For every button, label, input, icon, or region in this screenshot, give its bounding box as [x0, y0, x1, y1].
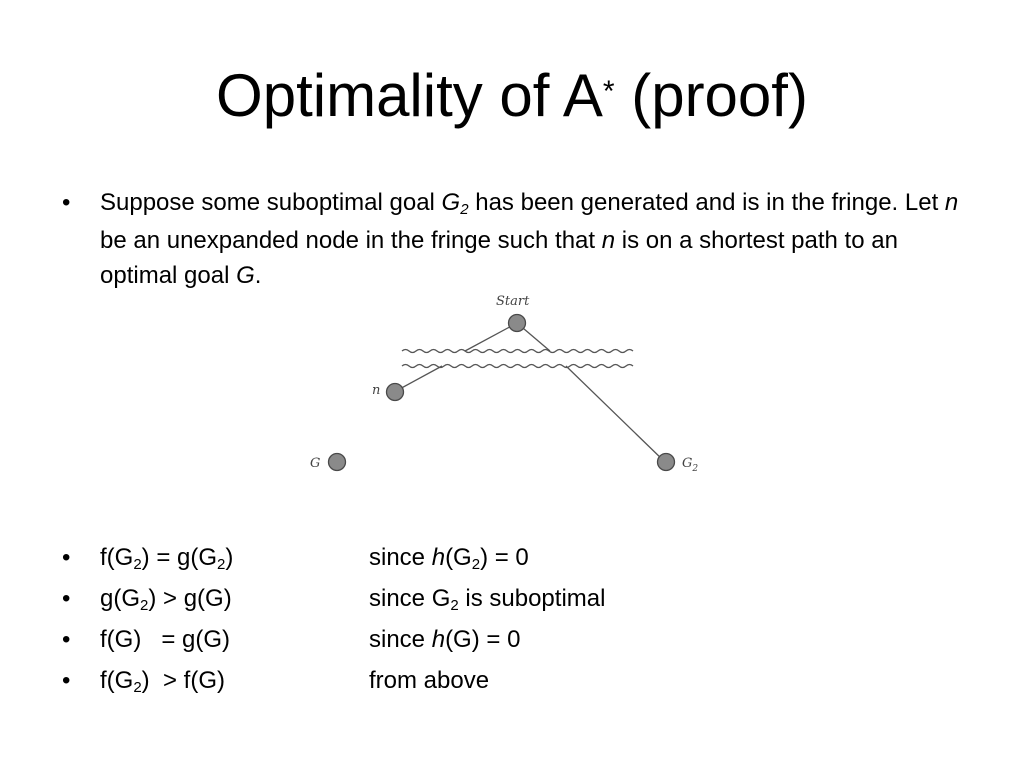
node-start [507, 313, 527, 333]
eq-text: f(G) = g(G) [100, 626, 231, 653]
intro-text-part: has been generated and is in the fringe.… [468, 189, 945, 216]
equation-reason: since h(G2) = 0 [369, 539, 529, 580]
eq-text: ) [225, 544, 234, 571]
intro-text-part: Suppose some suboptimal goal [100, 189, 442, 216]
intro-node-n: n [601, 227, 616, 254]
intro-bullet: • Suppose some suboptimal goal G2 has be… [0, 185, 1024, 295]
eq-text: is suboptimal [458, 585, 606, 612]
eq-text: (G) = 0 [445, 626, 521, 653]
equation-row-1: • f(G2) = g(G2) since h(G2) = 0 [0, 539, 1024, 577]
eq-subscript: 2 [217, 556, 226, 573]
label-g2-main: G [682, 456, 692, 471]
equation-reason: since h(G) = 0 [369, 621, 520, 659]
edge-start-left [464, 322, 518, 352]
intro-text-part: is on a shortest path to an optimal goal [100, 227, 898, 289]
slide-title: Optimality of A* (proof) [0, 58, 1024, 134]
eq-subscript: 2 [471, 556, 481, 573]
eq-text: (G [445, 544, 472, 571]
eq-subscript: 2 [133, 556, 142, 573]
intro-node-n: n [944, 189, 959, 216]
label-g2-sub: 2 [691, 464, 698, 474]
eq-text: from above [369, 667, 490, 694]
bullet-dot: • [62, 626, 71, 653]
eq-text: ) > f(G) [141, 667, 226, 694]
node-n [385, 382, 405, 402]
title-suffix: (proof) [631, 62, 808, 129]
eq-text: ) = g(G [141, 544, 218, 571]
eq-text: since G [369, 585, 451, 612]
label-g: G [310, 456, 320, 471]
equation-left: f(G2) > f(G) [100, 662, 225, 703]
equation-left: g(G2) > g(G) [100, 580, 232, 621]
eq-italic: h [431, 544, 446, 571]
bullet-dot: • [62, 189, 71, 216]
eq-subscript: 2 [450, 597, 459, 614]
intro-goal-g2: G [441, 189, 461, 216]
eq-subscript: 2 [140, 597, 149, 614]
eq-text: since [369, 626, 432, 653]
search-tree-diagram: Start n G G2 [310, 294, 698, 474]
intro-text-part: . [254, 262, 262, 289]
title-main: Optimality of A [216, 62, 603, 129]
equation-left: f(G2) = g(G2) [100, 539, 233, 580]
edge-to-g2 [565, 365, 666, 463]
equation-reason: since G2 is suboptimal [369, 580, 605, 621]
node-g2 [656, 452, 676, 472]
edge-to-n [395, 365, 443, 392]
intro-goal-g2-sub: 2 [460, 201, 469, 218]
bullet-dot: • [62, 544, 71, 571]
intro-text-part: be an unexpanded node in the fringe such… [100, 227, 602, 254]
eq-text: f(G [100, 544, 134, 571]
eq-subscript: 2 [133, 679, 142, 696]
intro-text: Suppose some suboptimal goal G2 has been… [100, 185, 970, 293]
equation-row-2: • g(G2) > g(G) since G2 is suboptimal [0, 580, 1024, 618]
label-g2: G2 [682, 456, 698, 474]
bullet-dot: • [62, 667, 71, 694]
label-n: n [372, 383, 380, 398]
eq-text: f(G [100, 667, 134, 694]
equation-row-3: • f(G) = g(G) since h(G) = 0 [0, 621, 1024, 659]
eq-text: ) = 0 [480, 544, 529, 571]
bullet-dot: • [62, 585, 71, 612]
label-start: Start [496, 294, 530, 309]
node-g [327, 452, 347, 472]
title-superscript: * [602, 75, 615, 108]
eq-italic: h [431, 626, 446, 653]
eq-text: since [369, 544, 432, 571]
eq-text: g(G [100, 585, 141, 612]
fringe-wavy-line-top [401, 348, 634, 354]
intro-goal-g: G [236, 262, 255, 289]
eq-text: ) > g(G) [148, 585, 232, 612]
equation-reason: from above [369, 662, 489, 700]
equation-left: f(G) = g(G) [100, 621, 230, 659]
fringe-wavy-line-bottom [401, 363, 634, 369]
equation-row-4: • f(G2) > f(G) from above [0, 662, 1024, 700]
